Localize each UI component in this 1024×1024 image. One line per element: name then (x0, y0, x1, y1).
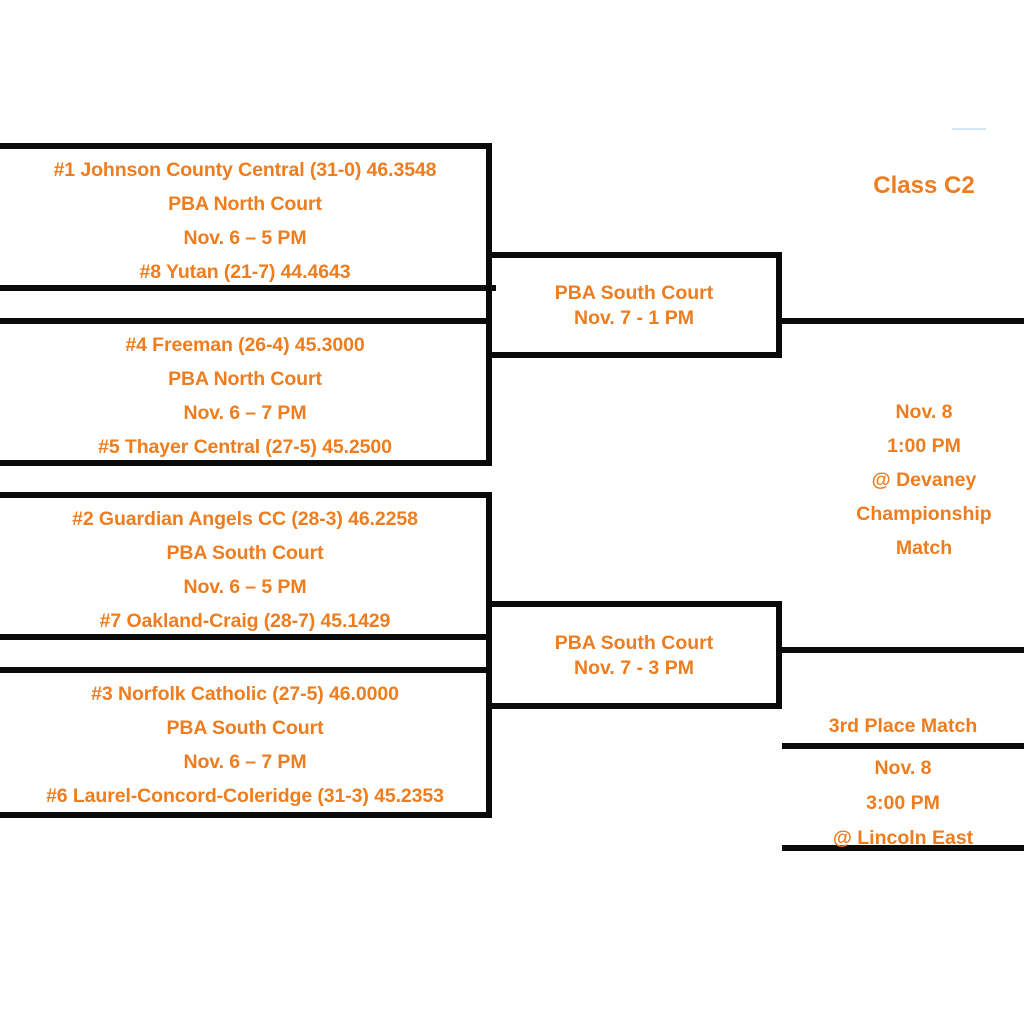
r1-game3-venue: PBA South Court (166, 542, 324, 564)
r1-game1-right-border (486, 143, 492, 291)
sf1-bottom-rule (486, 352, 782, 358)
sf1-top-rule (486, 252, 782, 258)
sf1-feed-connector (486, 285, 496, 291)
r1-game4-bottom-seed: #6 Laurel-Concord-Coleridge (31-3) 45.23… (46, 785, 444, 807)
third-place-time: 3:00 PM (866, 792, 940, 814)
third-place-info: Nov. 8 3:00 PM @ Lincoln East (782, 751, 1024, 856)
final-top-feed-line (776, 318, 1024, 324)
r1-game2-top-rule (0, 318, 492, 324)
sf2-info: PBA South Court Nov. 7 - 3 PM (490, 631, 778, 681)
r1-game4-top-rule (0, 667, 492, 673)
third-place-title: 3rd Place Match (828, 715, 978, 737)
r1-game1-top-seed: #1 Johnson County Central (31-0) 46.3548 (53, 159, 437, 181)
sf2-right-border (776, 601, 782, 709)
sf1-datetime: Nov. 7 - 1 PM (574, 307, 694, 329)
r1-game1-matchup: #1 Johnson County Central (31-0) 46.3548… (0, 153, 490, 289)
r1-game4-top-seed: #3 Norfolk Catholic (27-5) 46.0000 (91, 683, 399, 705)
final-label-2: Match (895, 537, 953, 559)
r1-game4-bottom-rule (0, 812, 492, 818)
third-place-top-rule (782, 743, 1024, 749)
final-bottom-feed-line (776, 647, 1024, 653)
third-place-date: Nov. 8 (874, 757, 932, 779)
r1-game1-venue: PBA North Court (168, 193, 322, 215)
sf2-top-rule (486, 601, 782, 607)
sf1-info: PBA South Court Nov. 7 - 1 PM (490, 281, 778, 331)
r1-game3-top-seed: #2 Guardian Angels CC (28-3) 46.2258 (72, 508, 418, 530)
r1-game1-bottom-seed: #8 Yutan (21-7) 44.4643 (139, 261, 351, 283)
r1-game3-matchup: #2 Guardian Angels CC (28-3) 46.2258 PBA… (0, 502, 490, 638)
third-place-bottom-rule (782, 845, 1024, 851)
r1-game2-datetime: Nov. 6 – 7 PM (183, 402, 307, 424)
r1-game4-venue: PBA South Court (166, 717, 324, 739)
r1-game4-right-border (486, 667, 492, 818)
r1-game2-right-border (486, 318, 492, 466)
r1-game1-datetime: Nov. 6 – 5 PM (183, 227, 307, 249)
r1-game2-venue: PBA North Court (168, 368, 322, 390)
final-location: @ Devaney (871, 469, 977, 491)
r1-game4-matchup: #3 Norfolk Catholic (27-5) 46.0000 PBA S… (0, 677, 490, 813)
third-place-location: @ Lincoln East (832, 827, 974, 849)
r1-game1-bottom-rule (0, 285, 492, 291)
r1-game3-bottom-rule (0, 634, 492, 640)
final-label-1: Championship (856, 503, 992, 525)
final-time: 1:00 PM (887, 435, 961, 457)
r1-game4-datetime: Nov. 6 – 7 PM (183, 751, 307, 773)
r1-game1-top-rule (0, 143, 492, 149)
scan-artifact (952, 128, 986, 130)
sf2-left-border (486, 601, 492, 709)
r1-game2-bottom-rule (0, 460, 492, 466)
page-title: Class C2 (873, 172, 975, 199)
r1-game2-bottom-seed: #5 Thayer Central (27-5) 45.2500 (98, 436, 392, 458)
sf2-venue: PBA South Court (554, 632, 714, 654)
final-date: Nov. 8 (895, 401, 953, 423)
sf1-venue: PBA South Court (554, 282, 714, 304)
sf2-bottom-rule (486, 703, 782, 709)
r1-game3-datetime: Nov. 6 – 5 PM (183, 576, 307, 598)
sf1-right-border (776, 252, 782, 358)
championship-info: Nov. 8 1:00 PM @ Devaney Championship Ma… (826, 395, 1022, 565)
sf2-datetime: Nov. 7 - 3 PM (574, 657, 694, 679)
r1-game3-right-border (486, 492, 492, 640)
sf1-left-border (486, 252, 492, 358)
r1-game2-top-seed: #4 Freeman (26-4) 45.3000 (125, 334, 365, 356)
r1-game3-top-rule (0, 492, 492, 498)
r1-game3-bottom-seed: #7 Oakland-Craig (28-7) 45.1429 (99, 610, 391, 632)
r1-game2-matchup: #4 Freeman (26-4) 45.3000 PBA North Cour… (0, 328, 490, 464)
